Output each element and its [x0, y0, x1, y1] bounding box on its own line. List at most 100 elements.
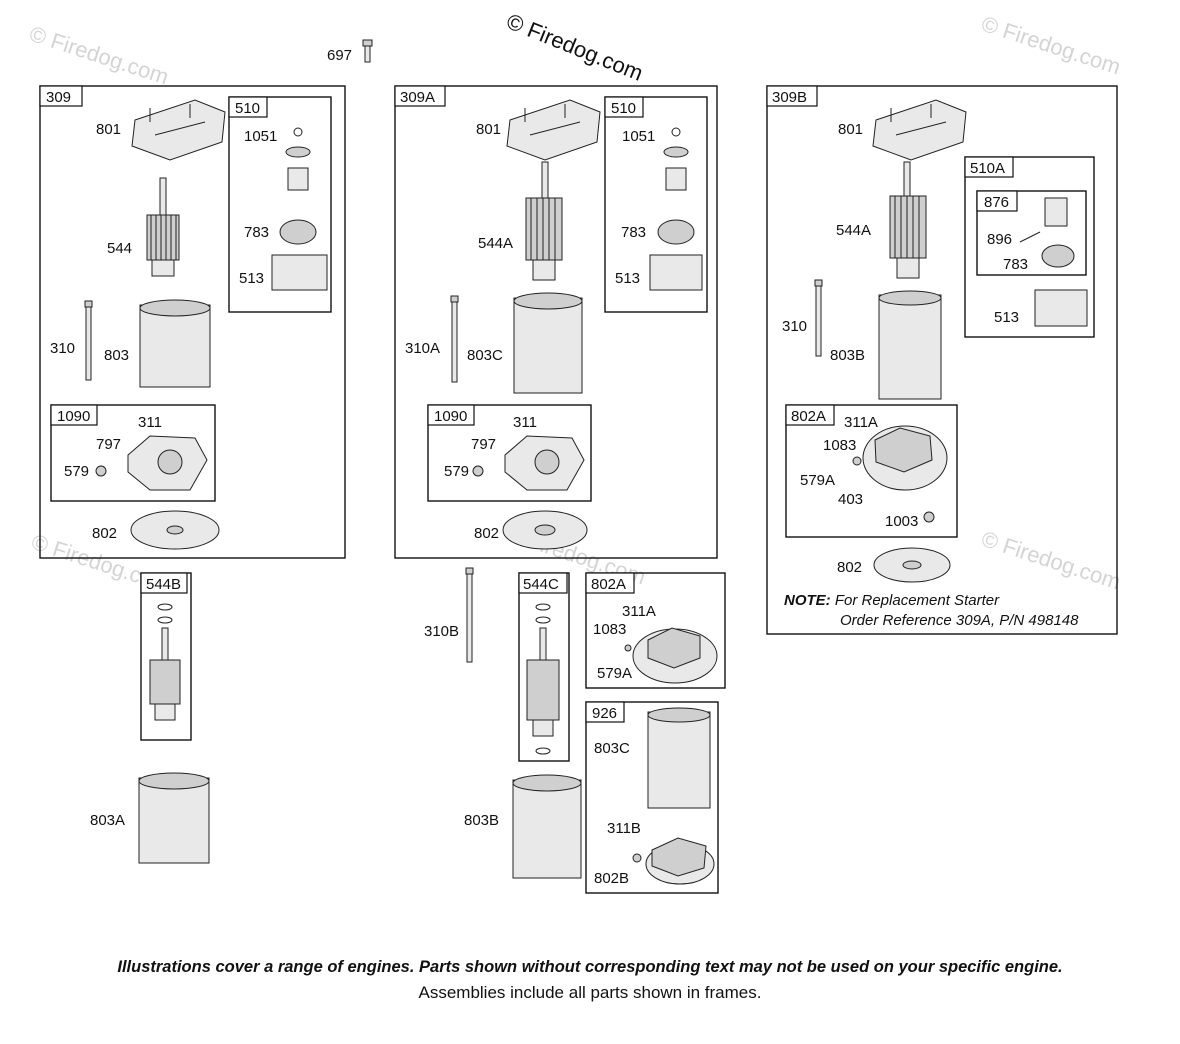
label-797: 797	[96, 436, 121, 453]
armature-544a-icon	[889, 161, 927, 279]
armature-544c-icon	[526, 603, 560, 755]
plate-802-icon	[130, 510, 220, 550]
watermark-faint: © Firedog.com	[26, 21, 171, 89]
label-801: 801	[838, 121, 863, 138]
brush-holder-311-icon	[95, 435, 208, 491]
label-310b: 310B	[424, 623, 459, 640]
footer-assemblies: Assemblies include all parts shown in fr…	[418, 983, 762, 1002]
frame-926: 926	[585, 701, 719, 894]
label-544a: 544A	[478, 235, 513, 252]
label-311a: 311A	[622, 603, 656, 620]
frame-tag-1090: 1090	[434, 408, 467, 425]
frame-802a-middle: 802A	[585, 572, 726, 689]
frame-309: 309	[39, 85, 346, 559]
note-line-2: Order Reference 309A, P/N 498148	[840, 612, 1079, 629]
frame-510-left: 510	[228, 96, 332, 313]
label-783: 783	[621, 224, 646, 241]
brush-plate-311b-icon	[632, 837, 715, 885]
label-544a: 544A	[836, 222, 871, 239]
brush-holder-311-icon	[472, 435, 585, 491]
label-513: 513	[615, 270, 640, 287]
frame-tag-510: 510	[611, 100, 636, 117]
label-697: 697	[327, 47, 352, 64]
label-513: 513	[239, 270, 264, 287]
label-403: 403	[838, 491, 863, 508]
frame-802a-right: 802A	[785, 404, 958, 538]
bolt-310a-icon	[450, 295, 459, 383]
label-1003: 1003	[885, 513, 918, 530]
frame-tag-802a: 802A	[791, 408, 826, 425]
note-prefix: NOTE:	[784, 592, 831, 609]
frame-tag-510a: 510A	[970, 160, 1005, 177]
label-803: 803	[104, 347, 129, 364]
watermark-faint: © Firedog.com	[978, 11, 1123, 79]
label-544: 544	[107, 240, 132, 257]
housing-803c-icon	[513, 292, 583, 394]
label-803a: 803A	[90, 812, 125, 829]
housing-803a-icon	[138, 772, 210, 864]
label-803b: 803B	[464, 812, 499, 829]
label-801: 801	[96, 121, 121, 138]
frame-510a: 510A	[964, 156, 1095, 338]
frame-1090-left: 1090	[50, 404, 216, 502]
frame-544b: 544B	[140, 572, 192, 741]
frame-1090-middle: 1090	[427, 404, 592, 502]
armature-544-icon	[146, 177, 180, 277]
armature-544b-icon	[149, 603, 181, 721]
frame-tag-802a: 802A	[591, 576, 626, 593]
label-801: 801	[476, 121, 501, 138]
plate-802-icon	[502, 510, 588, 550]
label-802b: 802B	[594, 870, 629, 887]
label-802: 802	[837, 559, 862, 576]
plate-802-icon	[873, 547, 951, 583]
frame-309a: 309A	[394, 85, 718, 559]
housing-803b-icon	[512, 774, 582, 879]
label-311: 311	[513, 414, 537, 431]
label-1051: 1051	[244, 128, 277, 145]
label-797: 797	[471, 436, 496, 453]
label-1083: 1083	[823, 437, 856, 454]
label-803b: 803B	[830, 347, 865, 364]
bolt-310-icon	[84, 300, 93, 381]
watermark-faint: © Firedog.com	[978, 526, 1123, 594]
end-cap-801-icon	[872, 99, 967, 161]
bolt-310b-icon	[465, 567, 474, 663]
label-310: 310	[50, 340, 75, 357]
frame-544c: 544C	[518, 572, 570, 762]
watermark-main: © Firedog.com	[503, 8, 646, 85]
replacement-note: NOTE: For Replacement Starter Order Refe…	[784, 591, 1114, 631]
frame-tag-926: 926	[592, 705, 617, 722]
label-311: 311	[138, 414, 162, 431]
frame-tag-544c: 544C	[523, 576, 559, 593]
label-579: 579	[64, 463, 89, 480]
label-311b: 311B	[607, 820, 641, 837]
label-310: 310	[782, 318, 807, 335]
label-579a: 579A	[800, 472, 835, 489]
frame-tag-1090: 1090	[57, 408, 90, 425]
label-513: 513	[994, 309, 1019, 326]
label-783: 783	[1003, 256, 1028, 273]
housing-803c-icon	[647, 707, 711, 809]
housing-803b-icon	[878, 290, 942, 400]
label-1051: 1051	[622, 128, 655, 145]
drive-parts-icon	[271, 127, 328, 291]
note-line-1: For Replacement Starter	[834, 592, 1000, 609]
label-803c: 803C	[594, 740, 630, 757]
label-803c: 803C	[467, 347, 503, 364]
frame-tag-510: 510	[235, 100, 260, 117]
housing-803-icon	[139, 299, 211, 388]
frame-510-middle: 510	[604, 96, 708, 313]
frame-tag-876: 876	[984, 194, 1009, 211]
label-310a: 310A	[405, 340, 440, 357]
end-plate-802a-icon	[624, 627, 718, 684]
label-802: 802	[92, 525, 117, 542]
label-783: 783	[244, 224, 269, 241]
armature-544a-icon	[525, 161, 563, 281]
label-896: 896	[987, 231, 1012, 248]
label-311a: 311A	[844, 414, 878, 431]
label-1083: 1083	[593, 621, 626, 638]
label-579: 579	[444, 463, 469, 480]
clutch-876-icon	[1019, 197, 1088, 327]
frame-tag-309b: 309B	[772, 89, 807, 106]
